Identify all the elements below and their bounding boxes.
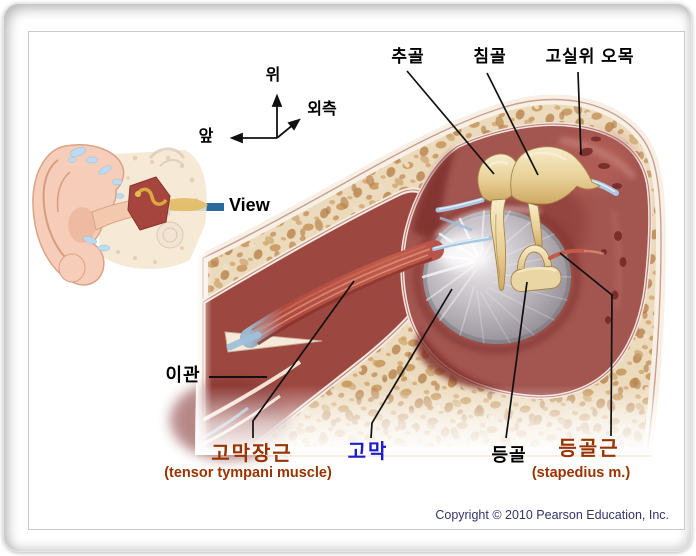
tensor-tympani-muscle-art — [226, 236, 492, 351]
leader-lines — [209, 70, 613, 439]
leader-tympanic-membrane — [370, 288, 453, 439]
leader-epitympanic-recess — [577, 71, 582, 156]
label-tensor-tympani-ko: 고막장근 — [211, 443, 293, 465]
artwork-left-fade — [196, 240, 212, 455]
ear-inset-art — [32, 144, 208, 286]
orientation-arrows — [229, 93, 301, 144]
label-malleus: 추골 — [391, 47, 425, 66]
artwork-bottom-fade — [195, 385, 665, 455]
label-direction-anterior: 앞 — [198, 128, 214, 145]
label-tympanic-membrane: 고막 — [347, 441, 389, 463]
label-tensor-tympani-en: (tensor tympani muscle) — [164, 465, 332, 481]
label-view: View — [229, 195, 270, 215]
ossicles-art — [477, 146, 605, 293]
label-stapedius-ko: 등골근 — [558, 438, 620, 460]
leader-stapes — [505, 281, 528, 439]
label-incus: 침골 — [473, 47, 507, 66]
label-stapedius-en: (stapedius m.) — [531, 465, 631, 481]
label-epitympanic-recess: 고실위 오목 — [545, 47, 635, 66]
leader-incus — [486, 72, 539, 176]
label-direction-up: 위 — [265, 67, 281, 84]
malleus-art — [477, 153, 521, 291]
leader-malleus — [406, 70, 495, 175]
label-auditory-tube: 이관 — [165, 365, 201, 385]
stapedius-art — [548, 248, 605, 260]
leader-tensor-tympani — [252, 280, 355, 438]
leader-stapedius — [559, 252, 613, 437]
stapes-art — [510, 244, 562, 293]
label-direction-lateral: 외측 — [307, 101, 337, 118]
label-stapes: 등골 — [491, 445, 527, 465]
copyright-text: Copyright © 2010 Pearson Education, Inc. — [435, 508, 669, 522]
